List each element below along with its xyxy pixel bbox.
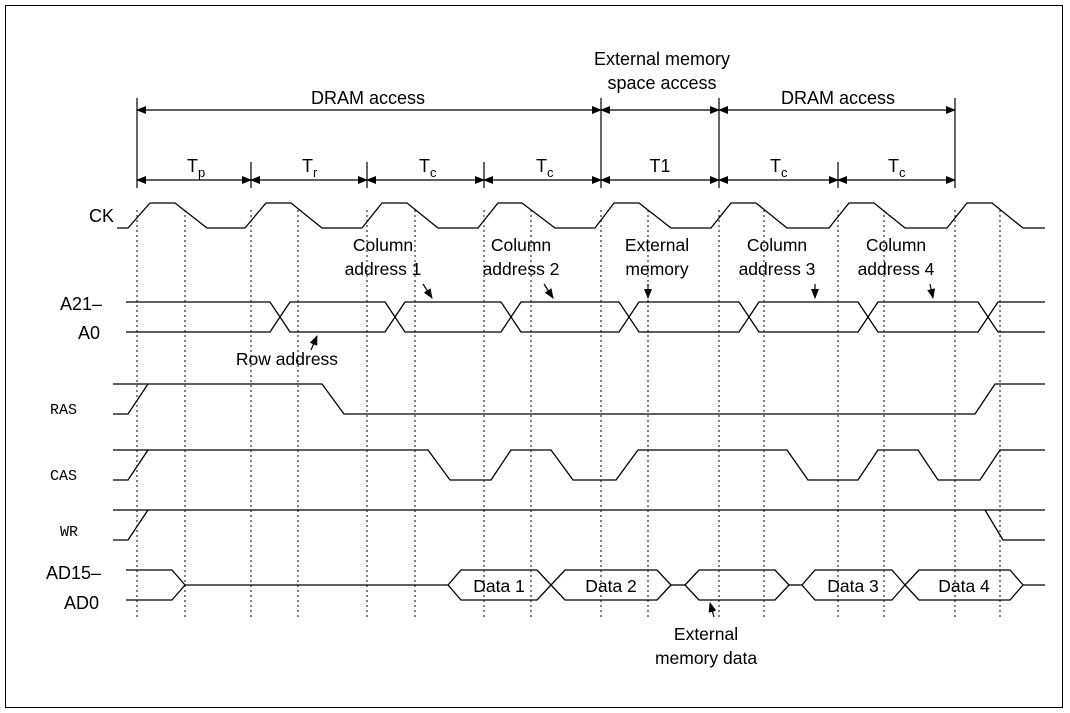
dram-access-label-2: DRAM access: [781, 88, 895, 108]
external-memory-data-line2: memory data: [655, 648, 757, 668]
address-label-line1: A21–: [60, 294, 102, 314]
period-label-tc-4: Tc: [888, 156, 906, 180]
ras-label: RAS: [50, 402, 77, 419]
data-1-label: Data 1: [473, 576, 525, 596]
data-bus-label-line1: AD15–: [46, 563, 101, 583]
wr-label: WR: [60, 524, 78, 541]
data-bus-waveform: [126, 569, 1045, 601]
address-annotations: Column address 1 Column address 2 Extern…: [236, 235, 936, 369]
dram-access-label-1: DRAM access: [311, 88, 425, 108]
external-space-label-line2: space access: [607, 73, 716, 93]
period-label-t1: T1: [649, 156, 670, 176]
wr-waveform-edges: [113, 509, 149, 541]
access-range-labels: DRAM access External memory space access…: [311, 49, 895, 108]
column-address-4-line2: address 4: [858, 259, 935, 279]
diagram-frame: [5, 5, 1063, 708]
row-address-label: Row address: [236, 349, 338, 369]
ras-waveform: [113, 383, 1045, 415]
address-label-line2: A0: [78, 323, 100, 343]
period-label-tp: Tp: [187, 156, 205, 180]
column-address-3-line2: address 3: [739, 259, 816, 279]
external-memory-data-line1: External: [674, 624, 738, 644]
period-label-tc-3: Tc: [770, 156, 788, 180]
data-3-label: Data 3: [827, 576, 879, 596]
external-memory-line2: memory: [625, 259, 688, 279]
column-address-1-line2: address 1: [345, 259, 422, 279]
cas-label: CAS: [50, 468, 77, 485]
external-space-label-line1: External memory: [594, 49, 730, 69]
cas-waveform: [113, 449, 1045, 481]
wr-waveform-fall: [984, 509, 1045, 541]
cas-waveform-initial: [113, 449, 149, 481]
ck-waveform: [117, 202, 1045, 229]
data-box-labels: Data 1 Data 2 Data 3 Data 4: [473, 576, 990, 596]
external-memory-line1: External: [625, 235, 689, 255]
column-address-2-line1: Column: [491, 235, 551, 255]
column-address-3-line1: Column: [747, 235, 807, 255]
column-address-2-line2: address 2: [483, 259, 560, 279]
ck-label: CK: [89, 206, 114, 226]
column-address-1-line1: Column: [353, 235, 413, 255]
address-bus-waveform: [126, 301, 1045, 333]
clock-guide-lines: [136, 210, 1001, 620]
ras-waveform-inactive: [113, 383, 149, 415]
external-memory-data-annotation: External memory data: [655, 602, 757, 668]
data-4-label: Data 4: [938, 576, 990, 596]
signal-labels: CK A21– A0 RAS CAS WR AD15– AD0: [46, 206, 114, 613]
column-address-4-line1: Column: [866, 235, 926, 255]
period-labels: Tp Tr Tc Tc T1 Tc Tc: [187, 156, 906, 180]
period-label-tr: Tr: [302, 156, 318, 180]
data-2-label: Data 2: [585, 576, 637, 596]
period-label-tc-2: Tc: [536, 156, 554, 180]
data-bus-label-line2: AD0: [64, 593, 99, 613]
period-label-tc-1: Tc: [419, 156, 437, 180]
